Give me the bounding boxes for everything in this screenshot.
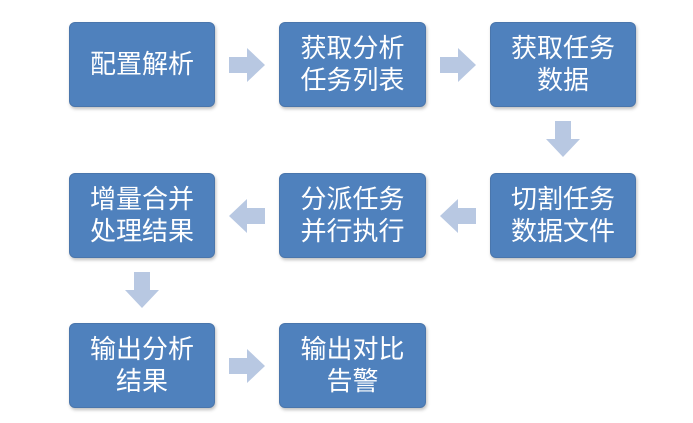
node-output-results: 输出分析结果 — [69, 323, 215, 408]
node-config-parse: 配置解析 — [69, 22, 215, 107]
node-merge-results-label: 增量合并处理结果 — [89, 184, 194, 247]
arrow-left-icon — [440, 199, 476, 233]
arrow-down-icon — [125, 272, 159, 308]
node-get-analysis-tasks: 获取分析任务列表 — [279, 22, 426, 107]
node-dispatch-parallel-label: 分派任务并行执行 — [300, 184, 405, 247]
node-output-compare-alert: 输出对比告警 — [279, 323, 426, 408]
node-output-results-label: 输出分析结果 — [89, 334, 194, 397]
node-dispatch-parallel: 分派任务并行执行 — [279, 173, 426, 258]
node-get-task-data: 获取任务数据 — [490, 22, 636, 107]
node-split-task-files: 切割任务数据文件 — [490, 173, 636, 258]
node-get-analysis-tasks-label: 获取分析任务列表 — [300, 33, 405, 96]
arrow-right-icon — [229, 349, 265, 383]
node-output-compare-alert-label: 输出对比告警 — [300, 334, 405, 397]
arrow-right-icon — [440, 48, 476, 82]
arrow-right-icon — [229, 48, 265, 82]
node-split-task-files-label: 切割任务数据文件 — [510, 184, 615, 247]
node-config-parse-label: 配置解析 — [89, 49, 194, 80]
node-merge-results: 增量合并处理结果 — [69, 173, 215, 258]
arrow-down-icon — [546, 121, 580, 157]
node-get-task-data-label: 获取任务数据 — [510, 33, 615, 96]
arrow-left-icon — [229, 199, 265, 233]
